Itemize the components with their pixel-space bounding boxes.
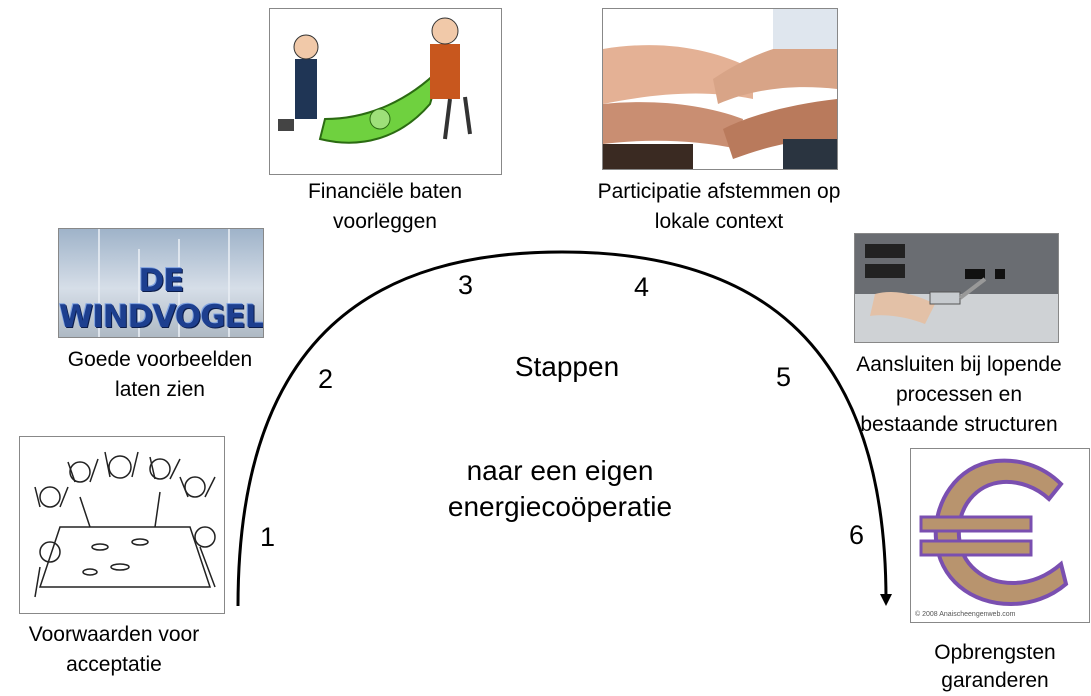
windvogel-logo-text: DE WINDVOGEL [59, 263, 264, 335]
stacked-hands-image [602, 8, 838, 170]
step-3-caption-line1: Financiële baten [307, 180, 463, 203]
step-2-caption-line1: Goede voorbeelden [67, 348, 253, 371]
center-title: Stappen [514, 351, 620, 382]
windvogel-background [98, 229, 230, 337]
step-4-caption-line1: Participatie afstemmen op [597, 180, 841, 203]
step-4-caption-line2: lokale context [654, 210, 784, 233]
plug-connector-drawing [855, 234, 1058, 324]
arc-line [236, 250, 892, 607]
step-3-caption-line2: voorleggen [333, 210, 437, 233]
money-carpet-image [269, 8, 502, 175]
money-carpet-drawing [278, 17, 472, 144]
step-5-caption-line2: processen en [895, 383, 1023, 406]
step-1-caption-line2: acceptatie [66, 653, 162, 676]
step-5-caption-line3: bestaande structuren [860, 413, 1058, 436]
step-number-3: 3 [458, 270, 474, 300]
step-5-caption-line1: Aansluiten bij lopende [856, 353, 1062, 376]
meeting-cartoon-drawing [34, 451, 216, 598]
plug-connector-image [854, 233, 1059, 343]
center-subtitle-line2: energiecoöperatie [447, 491, 673, 522]
center-subtitle-line1: naar een eigen [466, 455, 654, 486]
step-number-4: 4 [634, 272, 650, 302]
step-number-5: 5 [776, 362, 792, 392]
euro-image-credit: © 2008 Anaischeengenweb.com [915, 611, 1016, 618]
step-2-caption-line2: laten zien [115, 378, 205, 401]
meeting-cartoon-image [19, 436, 225, 614]
step-1-caption-line1: Voorwaarden voor [28, 623, 200, 646]
euro-sign-image: © 2008 Anaischeengenweb.com [910, 448, 1090, 623]
stacked-hands-drawing [603, 9, 837, 169]
step-number-1: 1 [260, 522, 276, 552]
step-6-caption-line2: garanderen [941, 669, 1049, 692]
step-6-caption-line1: Opbrengsten [934, 641, 1056, 664]
euro-sign-drawing [919, 458, 1069, 607]
windvogel-logo-image: DE WINDVOGEL [58, 228, 264, 338]
step-number-2: 2 [318, 364, 334, 394]
step-number-6: 6 [849, 520, 865, 550]
